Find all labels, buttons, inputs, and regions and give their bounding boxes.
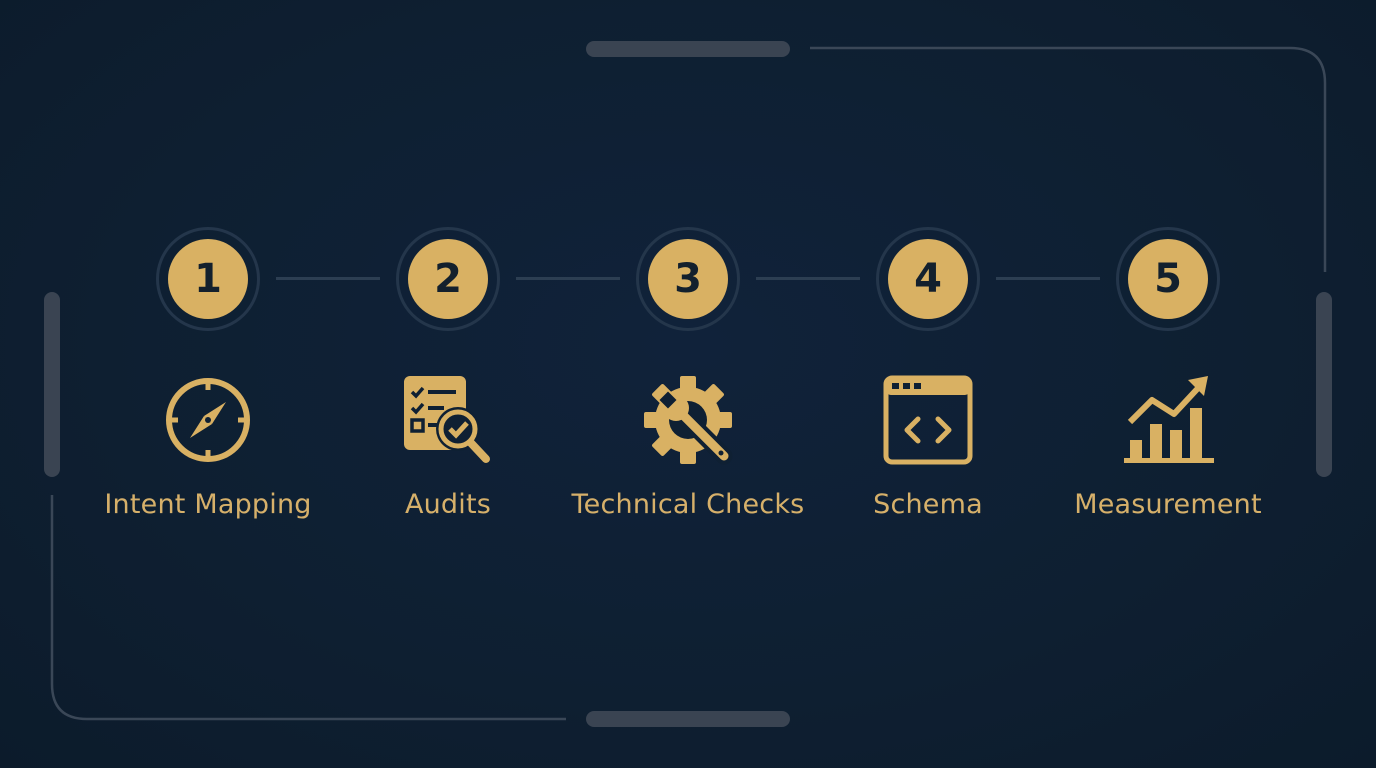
step-5-circle: 5: [1116, 227, 1220, 331]
step-1-label: Intent Mapping: [104, 489, 312, 520]
step-3-number: 3: [648, 239, 728, 319]
step-4-circle: 4: [876, 227, 980, 331]
step-1-circle: 1: [156, 227, 260, 331]
bottom-left-bracket: [50, 495, 566, 721]
connector-3-4: [756, 277, 860, 280]
step-2-circle: 2: [396, 227, 500, 331]
left-pill: [44, 292, 60, 477]
bottom-pill: [586, 711, 790, 727]
step-4-label: Schema: [873, 489, 983, 520]
step-2-label: Audits: [404, 489, 492, 520]
connector-1-2: [276, 277, 380, 280]
step-3-circle: 3: [636, 227, 740, 331]
connector-4-5: [996, 277, 1100, 280]
step-5-number: 5: [1128, 239, 1208, 319]
top-pill: [586, 41, 790, 57]
compass-icon: [166, 378, 250, 462]
right-pill: [1316, 292, 1332, 477]
connector-2-3: [516, 277, 620, 280]
step-3-label: Technical Checks: [571, 489, 805, 520]
step-4-number: 4: [888, 239, 968, 319]
checklist-magnifier-icon: [404, 376, 490, 463]
growth-chart-icon: [1124, 376, 1214, 463]
code-window-icon: [883, 375, 973, 465]
step-1-number: 1: [168, 239, 248, 319]
gear-wrench-icon: [644, 376, 733, 465]
step-5-label: Measurement: [1074, 489, 1262, 520]
step-2-number: 2: [408, 239, 488, 319]
top-right-bracket: [810, 46, 1327, 272]
